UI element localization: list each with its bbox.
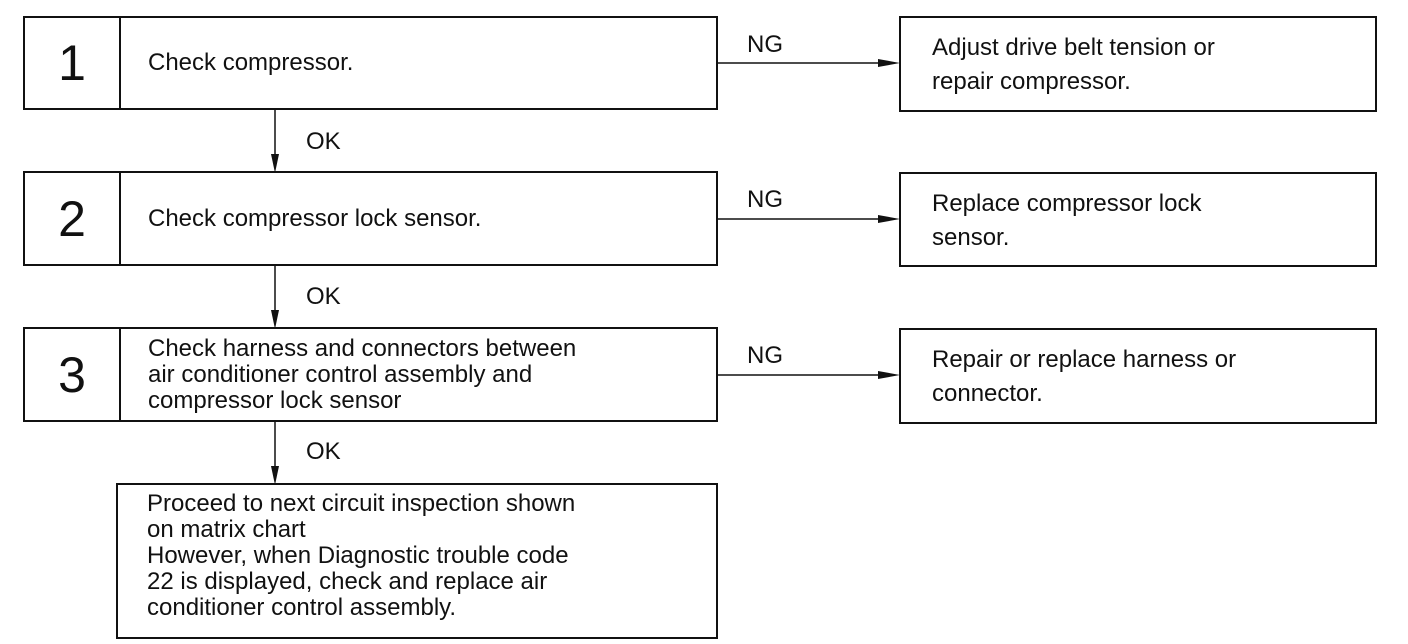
step-box-3: 3 Check harness and connectors between a…: [23, 327, 718, 422]
ok-arrowhead-2: [271, 310, 279, 329]
ng-action-box-2: Replace compressor lock sensor.: [899, 172, 1377, 267]
step-box-1: 1 Check compressor.: [23, 16, 718, 110]
final-action-box: Proceed to next circuit inspection shown…: [116, 483, 718, 639]
ng-arrowhead-2: [878, 215, 900, 223]
ok-arrowhead-3: [271, 466, 279, 485]
ng-label-3: NG: [747, 342, 783, 369]
final-action-text: Proceed to next circuit inspection shown…: [147, 490, 576, 621]
ng-label-2: NG: [747, 186, 783, 213]
ng-arrowhead-1: [878, 59, 900, 67]
step-check-1: Check compressor.: [148, 49, 354, 76]
ng-label-1: NG: [747, 31, 783, 58]
ok-label-3: OK: [306, 438, 341, 465]
ng-action-3: Repair or replace harness or connector.: [932, 346, 1237, 407]
ok-label-1: OK: [306, 128, 341, 155]
step-check-2: Check compressor lock sensor.: [148, 204, 482, 232]
ng-action-1: Adjust drive belt tension or repair comp…: [932, 34, 1215, 95]
ng-action-box-3: Repair or replace harness or connector.: [899, 328, 1377, 424]
step-box-2: 2 Check compressor lock sensor.: [23, 171, 718, 266]
ng-action-box-1: Adjust drive belt tension or repair comp…: [899, 16, 1377, 112]
step-number-3: 3: [25, 329, 121, 420]
ok-arrowhead-1: [271, 154, 279, 173]
step-number-1: 1: [25, 18, 121, 108]
step-number-2: 2: [25, 173, 121, 264]
ng-action-2: Replace compressor lock sensor.: [932, 190, 1202, 251]
ng-arrowhead-3: [878, 371, 900, 379]
ok-label-2: OK: [306, 283, 341, 310]
step-check-3: Check harness and connectors between air…: [148, 334, 577, 414]
